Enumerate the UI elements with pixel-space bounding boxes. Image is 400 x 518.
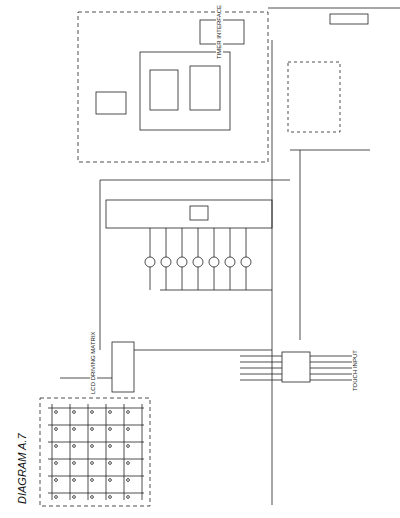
diagram-title: DIAGRAM A.7	[16, 433, 28, 506]
timer-ic	[140, 52, 230, 130]
wire	[268, 8, 400, 9]
keypad-grid	[48, 404, 144, 500]
ic-section	[150, 70, 178, 110]
wire	[300, 150, 301, 340]
module-border	[78, 12, 268, 162]
touch-connector	[282, 352, 310, 382]
section-label: TIMER INTERFACE	[216, 4, 223, 60]
wire	[60, 378, 112, 379]
wire	[290, 150, 370, 151]
lcd-connector	[112, 342, 134, 392]
ic-section	[190, 66, 220, 110]
ic-section	[190, 206, 208, 220]
bus-wire	[100, 180, 290, 181]
keypad-border	[40, 398, 150, 506]
section-label: LCD DRIVING MATRIX	[90, 330, 97, 395]
wire	[160, 290, 272, 291]
touch-wires	[240, 356, 356, 380]
wire	[134, 350, 272, 351]
transistor-row	[145, 228, 251, 290]
module-border	[288, 62, 340, 132]
title-box	[330, 14, 368, 24]
crystal-block	[96, 92, 126, 114]
controller-ic	[106, 200, 272, 228]
supply-wire	[272, 40, 273, 505]
section-label: TOUCH INPUT	[352, 349, 359, 392]
wire	[100, 180, 101, 350]
